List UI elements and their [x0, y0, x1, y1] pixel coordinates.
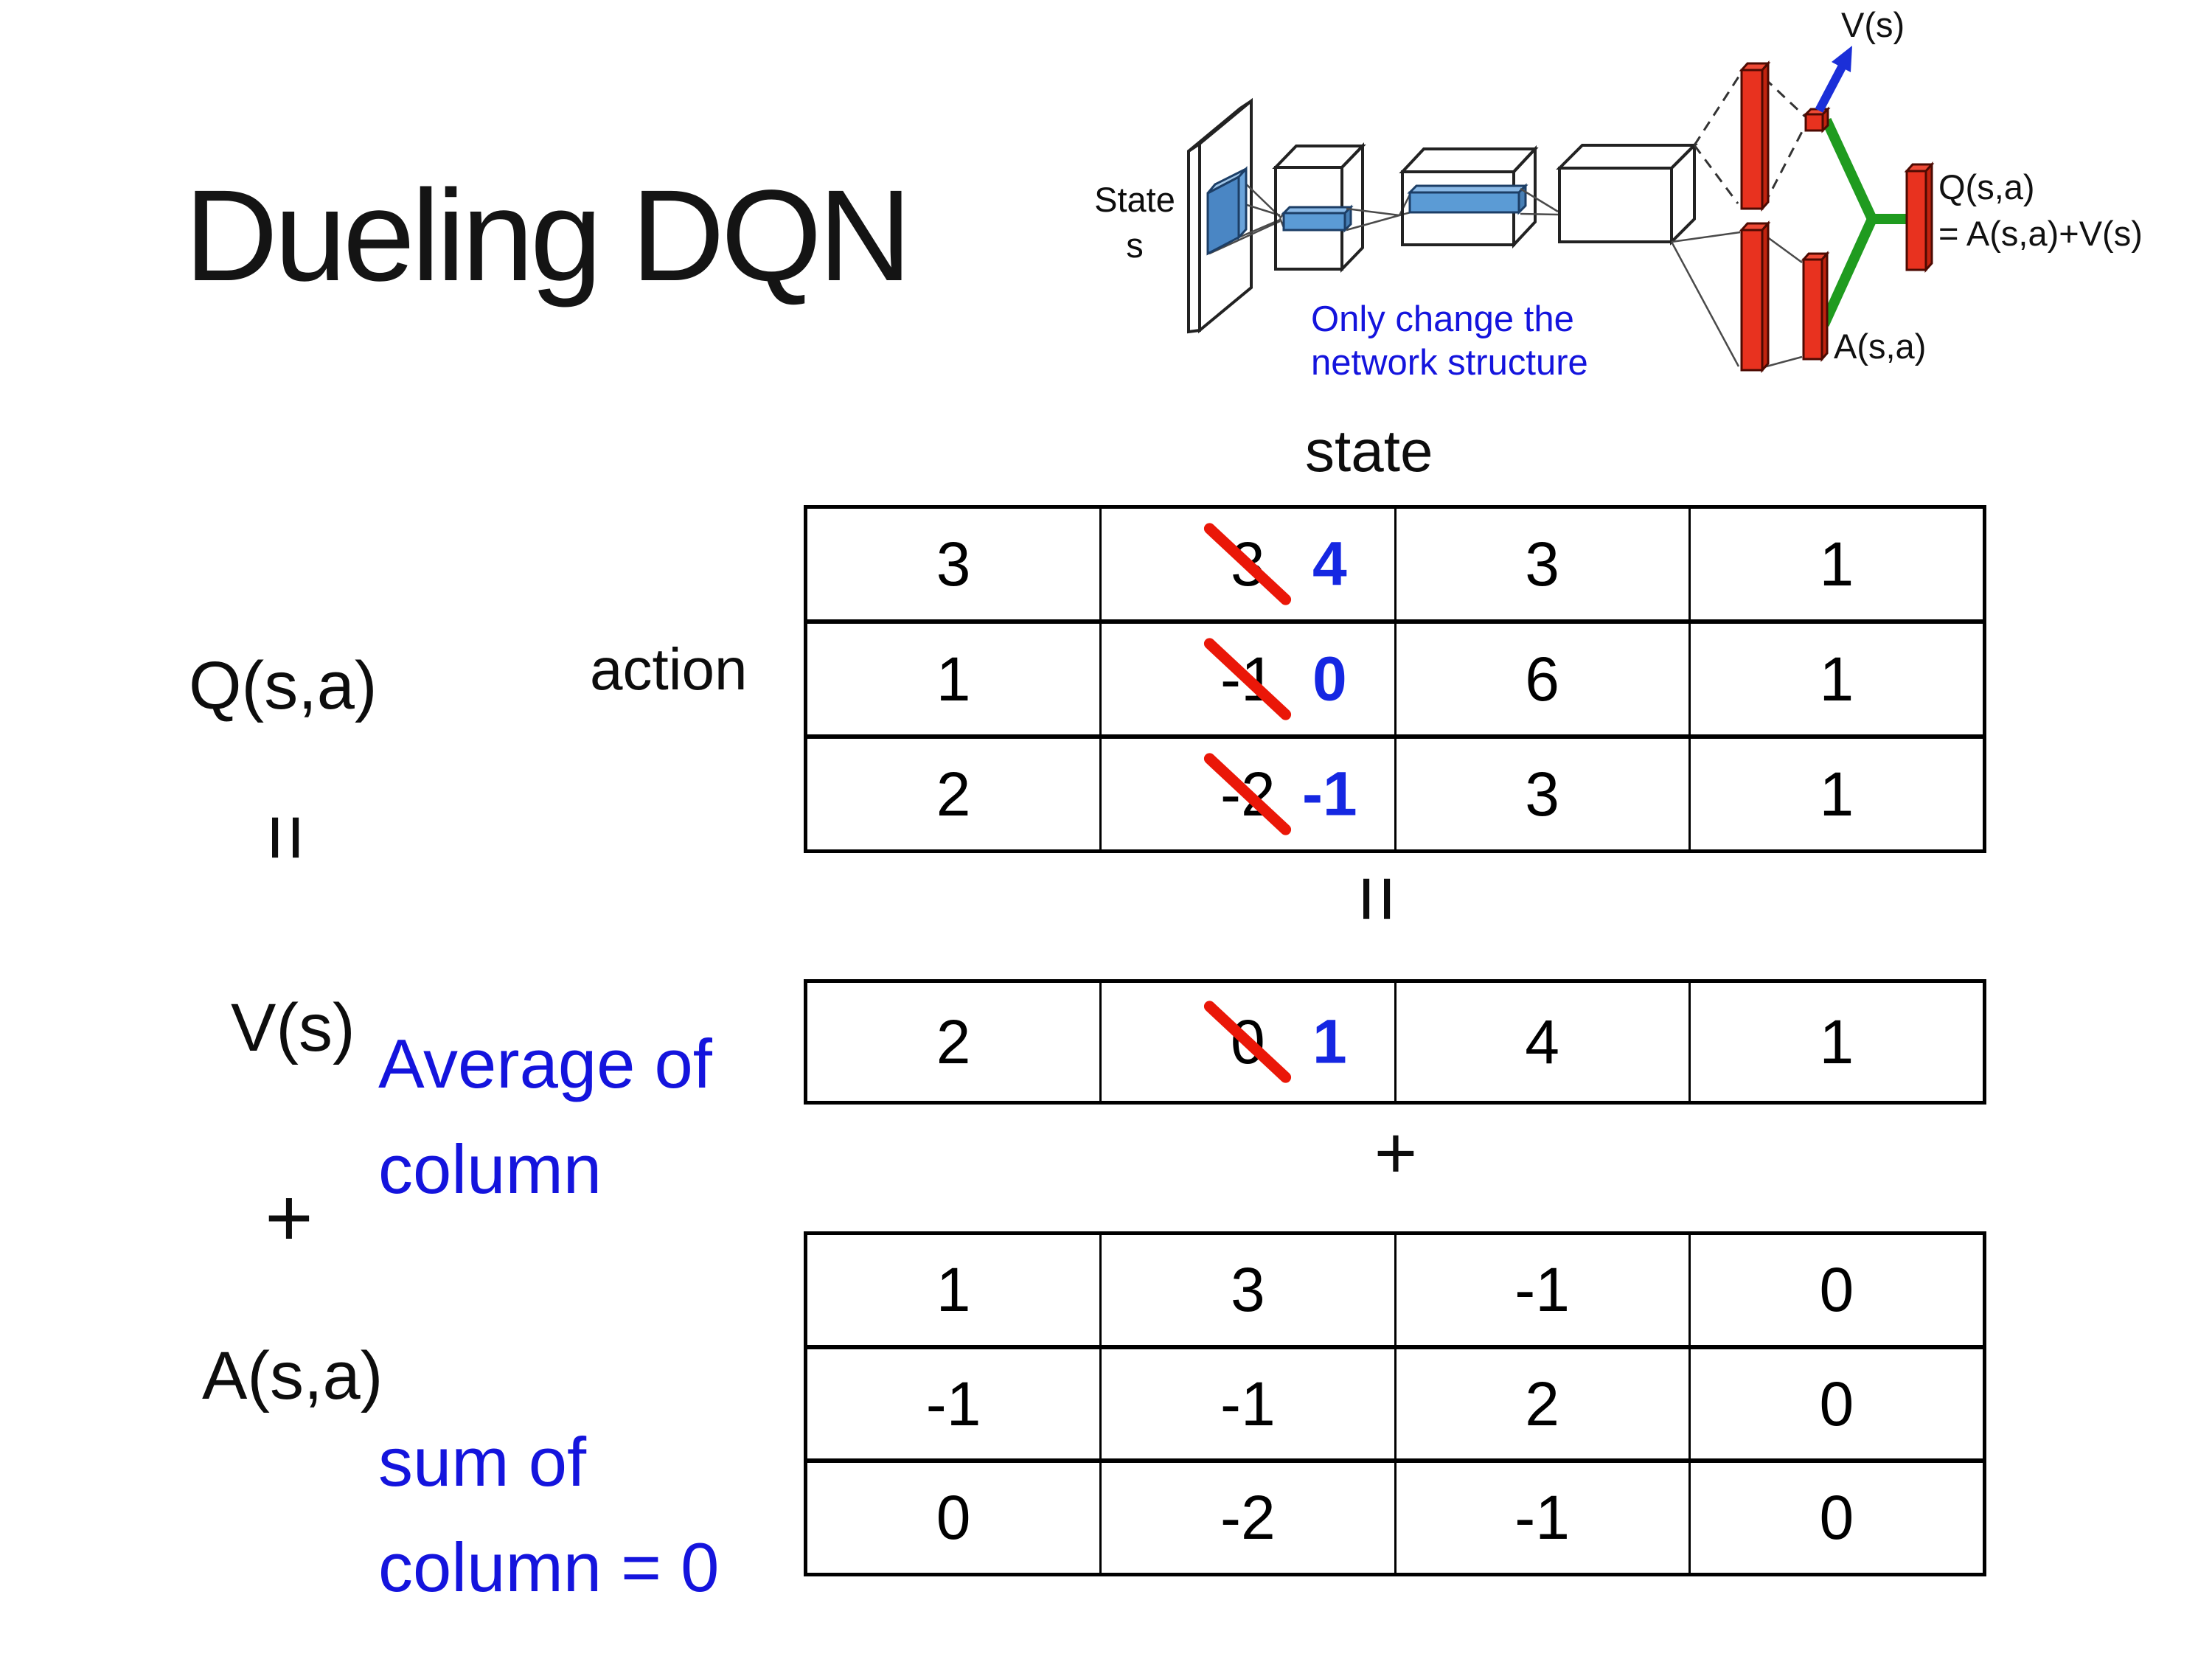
table-cell: 2 [807, 983, 1102, 1101]
table-cell: -2-1 [1102, 739, 1397, 849]
cell-value: 1 [1819, 529, 1854, 599]
table-cell: 01 [1102, 983, 1397, 1101]
cell-value: -1 [925, 1368, 981, 1439]
value-stream-dashed-lines [1693, 74, 1806, 205]
cell-value: -1 [1514, 1483, 1570, 1553]
cell-value: 1 [936, 1254, 971, 1324]
table-row: 2 -2-1 3 1 [807, 739, 1983, 849]
cell-value: 1 [936, 644, 971, 714]
table-cell: 6 [1397, 624, 1691, 734]
diagram-q-label: Q(s,a) [1938, 167, 2035, 206]
table-cell: 1 [1691, 739, 1983, 849]
table-cell: 0 [1691, 1235, 1983, 1345]
cell-value: 2 [936, 1006, 971, 1077]
table-cell: 34 [1102, 509, 1397, 619]
diagram-note: Only change the network structure [1311, 299, 1588, 383]
diagram-state-label: State s [1094, 180, 1175, 265]
equals-mid: = [1332, 874, 1424, 923]
table-cell: 3 [807, 509, 1102, 619]
table-cell: 3 [1397, 509, 1691, 619]
cell-corrected-value: 4 [1312, 529, 1347, 599]
cell-value: 1 [1819, 644, 1854, 714]
cell-corrected-value: 1 [1312, 1006, 1347, 1077]
table-cell: 1 [807, 624, 1102, 734]
table-cell: 0 [807, 1463, 1102, 1573]
cell-value: 2 [936, 759, 971, 829]
network-diagram [1187, 46, 1935, 373]
table-row: 1 3 -1 0 [807, 1235, 1983, 1349]
table-row: 1 -10 6 1 [807, 624, 1983, 739]
diagram-q-formula: = A(s,a)+V(s) [1938, 214, 2143, 253]
feature-slab-1 [1281, 204, 1354, 233]
action-axis-label: action [590, 636, 748, 702]
conv-lines-2 [1346, 192, 1412, 232]
table-cell: 3 [1397, 739, 1691, 849]
plus-mid: + [1374, 1112, 1418, 1194]
cell-corrected-value: 0 [1312, 644, 1347, 714]
cell-value: -1 [1514, 1254, 1570, 1324]
state-axis-label: state [1305, 418, 1433, 484]
a-matrix-label: A(s,a) [202, 1338, 383, 1413]
merge-lines [1819, 118, 1910, 327]
table-cell: 1 [1691, 624, 1983, 734]
table-cell: 2 [1397, 1349, 1691, 1459]
a-table: 1 3 -1 0 -1 -1 2 0 0 -2 -1 0 [804, 1231, 1986, 1576]
cell-value: 0 [1819, 1368, 1854, 1439]
table-cell: -1 [1102, 1349, 1397, 1459]
table-cell: 4 [1397, 983, 1691, 1101]
table-cell: -1 [1397, 1463, 1691, 1573]
cell-value: 4 [1525, 1006, 1559, 1077]
cell-value: 0 [936, 1483, 971, 1553]
cell-value: 1 [1819, 1006, 1854, 1077]
table-cell: 2 [807, 739, 1102, 849]
table-cell: 1 [1691, 983, 1983, 1101]
v-table: 2 01 4 1 [804, 979, 1986, 1105]
cell-value: 1 [1819, 759, 1854, 829]
conv-cube-1 [1272, 142, 1366, 273]
table-cell: 1 [807, 1235, 1102, 1345]
conv-lines-3 [1520, 187, 1559, 216]
table-cell: 0 [1691, 1349, 1983, 1459]
v-matrix-label: V(s) [231, 990, 355, 1065]
advantage-stream-lines [1670, 231, 1803, 369]
cell-corrected-value: -1 [1301, 759, 1357, 829]
page-title: Dueling DQN [184, 164, 912, 308]
conv-patch [1206, 166, 1248, 256]
table-row: 3 34 3 1 [807, 509, 1983, 624]
table-cell: -10 [1102, 624, 1397, 734]
cell-value: 3 [1525, 759, 1559, 829]
average-note: Average of column [378, 1025, 712, 1208]
cell-value: 3 [936, 529, 971, 599]
plus-left: + [265, 1172, 313, 1264]
conv-cube-3 [1556, 142, 1698, 246]
table-cell: 3 [1102, 1235, 1397, 1345]
diagram-a-label: A(s,a) [1834, 327, 1927, 366]
table-cell: -2 [1102, 1463, 1397, 1573]
table-cell: 1 [1691, 509, 1983, 619]
table-row: 0 -2 -1 0 [807, 1463, 1983, 1573]
sum-note: sum of column = 0 [378, 1423, 720, 1606]
q-matrix-label: Q(s,a) [189, 648, 378, 723]
table-row: -1 -1 2 0 [807, 1349, 1983, 1464]
table-cell: -1 [807, 1349, 1102, 1459]
fc-bars [1739, 60, 1935, 373]
table-row: 2 01 4 1 [807, 983, 1983, 1101]
feature-slab-2 [1407, 183, 1528, 215]
v-arrow-icon [1815, 46, 1852, 113]
cell-value: -2 [1220, 1483, 1276, 1553]
table-cell: -1 [1397, 1235, 1691, 1345]
cell-value: -1 [1220, 1368, 1276, 1439]
cell-value: 0 [1819, 1483, 1854, 1553]
cell-value: 3 [1525, 529, 1559, 599]
cell-value: 3 [1231, 1254, 1265, 1324]
cell-value: 2 [1525, 1368, 1559, 1439]
equals-left: = [240, 813, 333, 862]
diagram-v-label: V(s) [1841, 5, 1905, 44]
cell-value: 0 [1819, 1254, 1854, 1324]
cell-value: 6 [1525, 644, 1559, 714]
table-cell: 0 [1691, 1463, 1983, 1573]
